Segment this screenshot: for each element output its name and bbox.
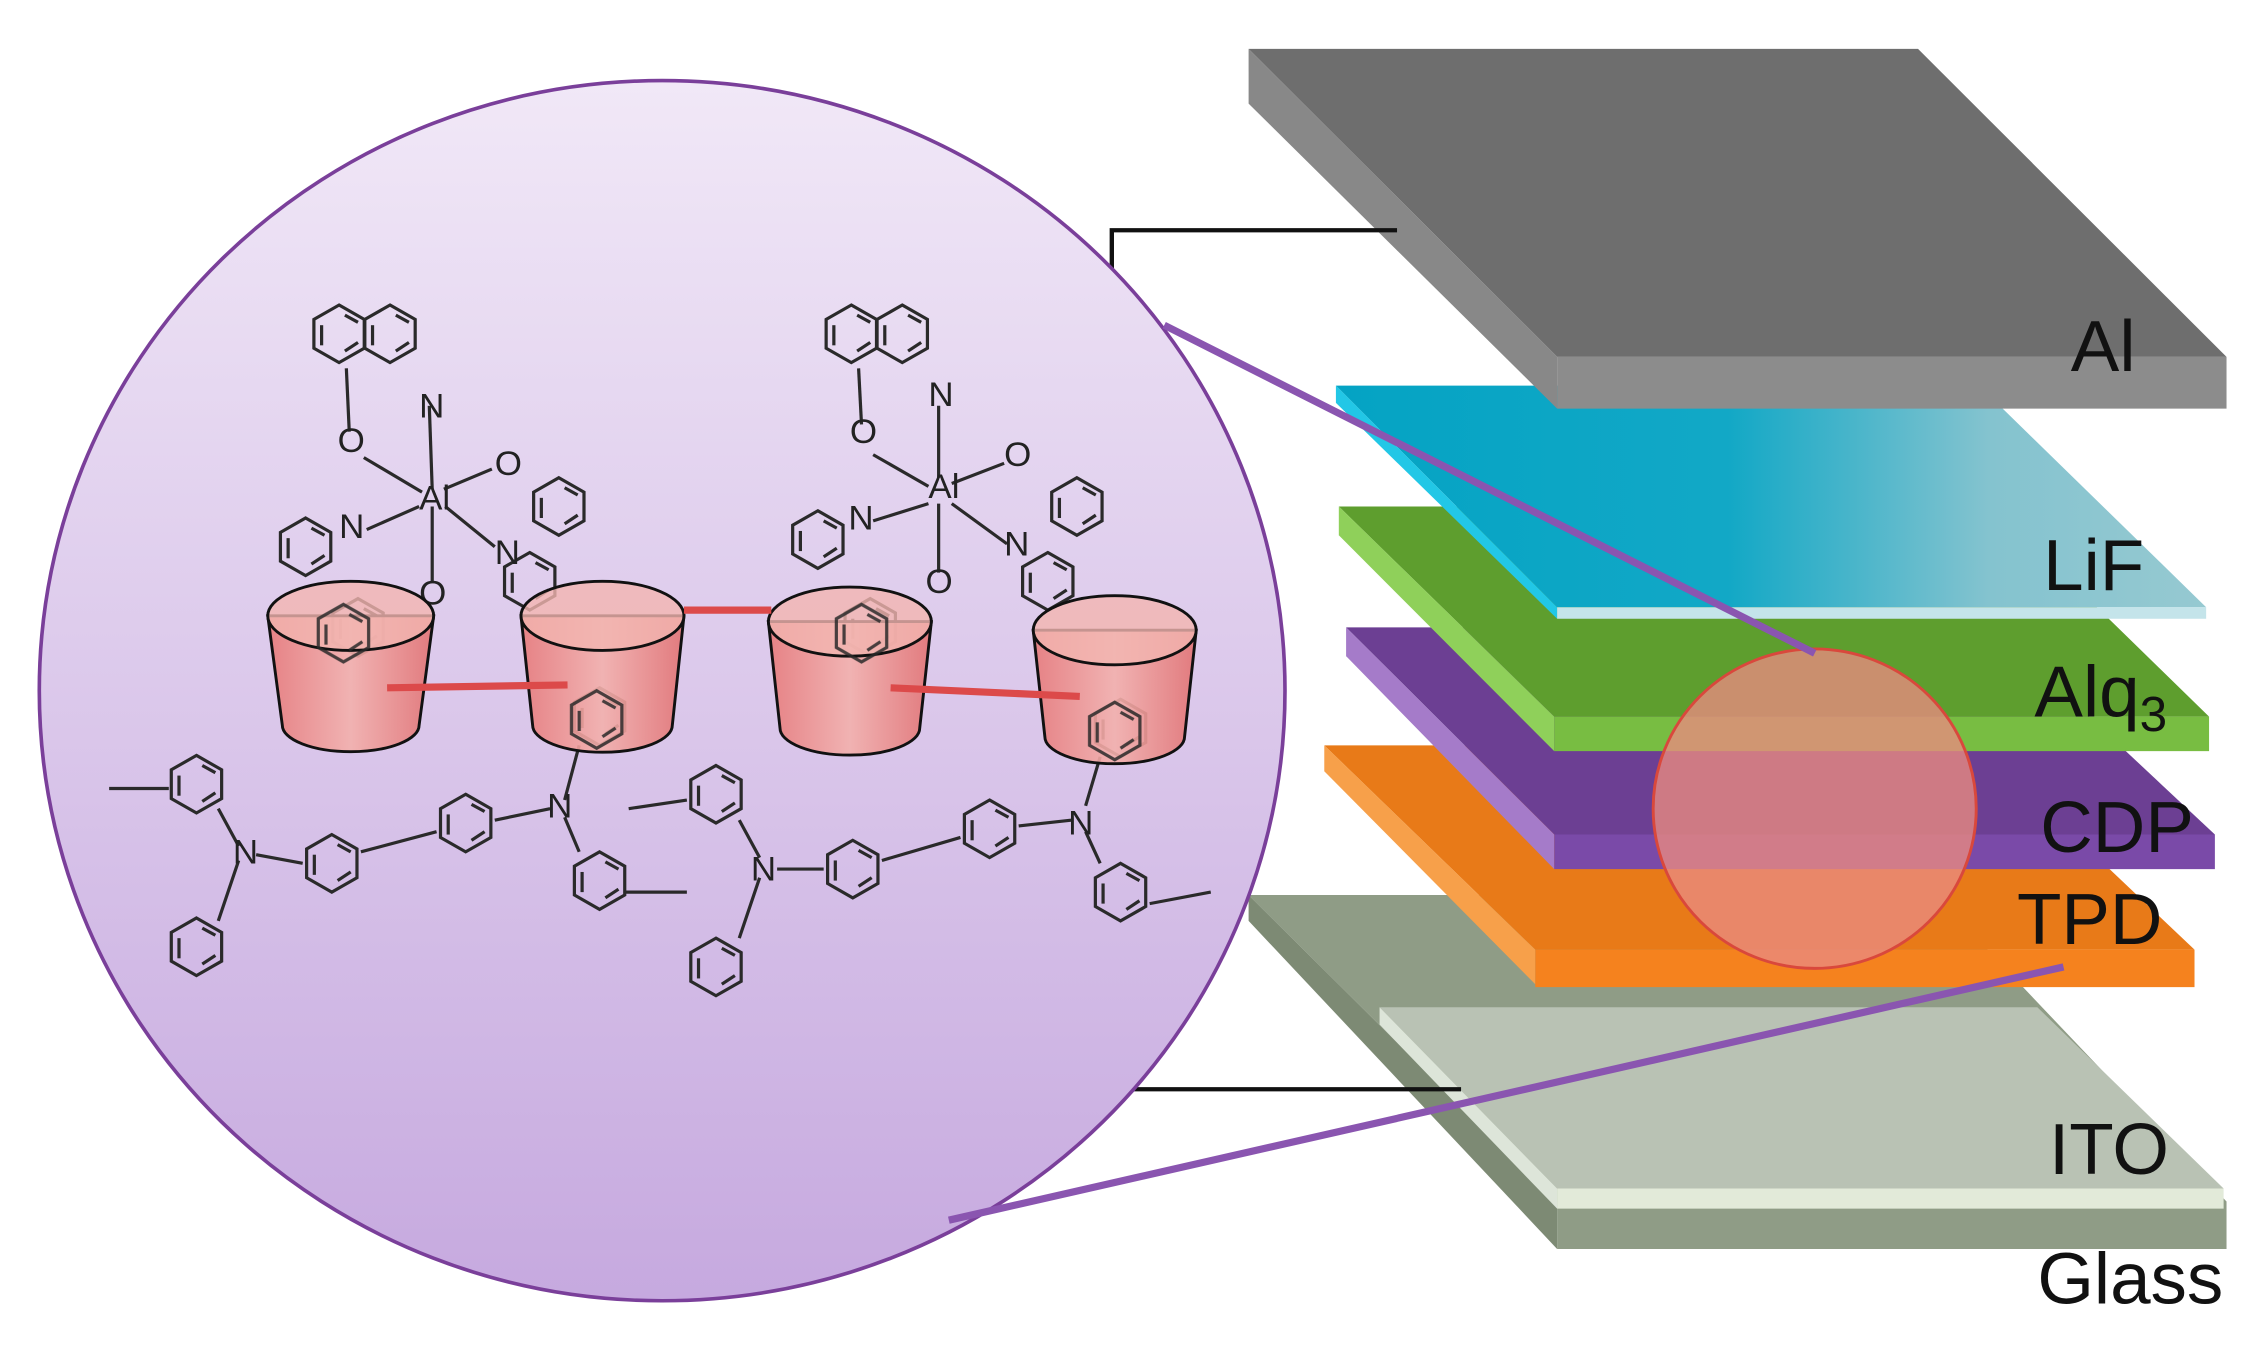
link-bar-3 bbox=[890, 684, 1080, 701]
atom-o-1: O bbox=[338, 422, 365, 460]
highlight-circle bbox=[1651, 647, 1978, 970]
atom-n-7: N bbox=[233, 834, 258, 872]
atom-n-4: N bbox=[928, 376, 953, 414]
atom-n-10: N bbox=[1068, 805, 1093, 843]
atom-n-8: N bbox=[547, 787, 572, 825]
atom-n-5: N bbox=[848, 500, 873, 538]
atom-al-2: Al bbox=[928, 468, 959, 506]
label-ito: ITO bbox=[2049, 1111, 2169, 1191]
tpd-molecule-1 bbox=[109, 686, 687, 978]
label-alq3-subscript: 3 bbox=[2140, 687, 2168, 742]
atom-n-1: N bbox=[419, 387, 444, 425]
cyclodextrin-3 bbox=[766, 585, 933, 757]
atom-o-6: O bbox=[926, 563, 953, 601]
atom-o-5: O bbox=[1004, 436, 1031, 474]
layer-ito bbox=[1379, 1007, 2224, 1209]
atom-o-4: O bbox=[850, 413, 877, 451]
molecular-structures: Al Al N N N N N N N N N N O O O O O O bbox=[109, 303, 1212, 998]
label-al: Al bbox=[2071, 308, 2136, 388]
alq3-complex-2 bbox=[791, 303, 1104, 658]
layer-al bbox=[1248, 48, 2227, 409]
label-cdp: CDP bbox=[2040, 788, 2194, 868]
wire-top bbox=[1109, 228, 1398, 274]
layer-lif bbox=[1335, 385, 2207, 619]
cyclodextrin-cups bbox=[266, 579, 1198, 766]
cyclodextrin-4 bbox=[1031, 594, 1198, 766]
atom-n-6: N bbox=[1004, 526, 1029, 564]
link-bar-1 bbox=[387, 681, 568, 692]
atom-n-2: N bbox=[339, 508, 364, 546]
atom-n-9: N bbox=[751, 851, 776, 889]
label-tpd: TPD bbox=[2017, 880, 2163, 960]
atom-o-2: O bbox=[495, 445, 522, 483]
tpd-molecule-2 bbox=[628, 697, 1212, 998]
callout-line-lower bbox=[948, 963, 2065, 1224]
atom-al-1: Al bbox=[419, 480, 450, 518]
label-glass: Glass bbox=[2037, 1240, 2223, 1320]
alq3-complex-1 bbox=[278, 303, 586, 658]
atom-n-3: N bbox=[495, 534, 520, 572]
label-alq3-main: Alq bbox=[2034, 653, 2139, 733]
label-lif: LiF bbox=[2043, 526, 2144, 606]
callout-line-upper bbox=[1162, 321, 1817, 657]
cyclodextrin-2 bbox=[519, 579, 686, 754]
label-alq3: Alq3 bbox=[2034, 653, 2167, 742]
